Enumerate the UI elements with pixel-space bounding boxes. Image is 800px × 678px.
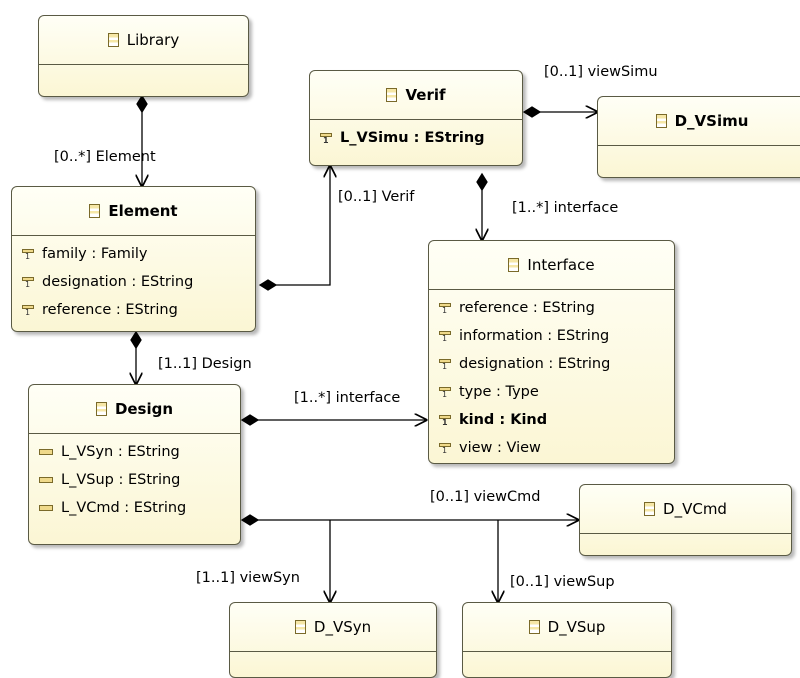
- attribute-label: kind : Kind: [459, 412, 548, 428]
- attribute-icon: 1: [439, 357, 451, 371]
- eclass-icon: [386, 88, 398, 102]
- verif-dvsimu-diamond: [522, 106, 542, 118]
- class-d-vcmd[interactable]: D_VCmd: [579, 484, 792, 556]
- class-d-vsimu[interactable]: D_VSimu: [597, 96, 800, 178]
- class-library-name: Library: [126, 31, 180, 49]
- element-design-diamond: [130, 330, 142, 350]
- label-verif-interface: [1..*] interface: [512, 200, 619, 216]
- attribute-designation[interactable]: 1 designation : EString: [12, 268, 255, 296]
- element-verif-diamond: [258, 279, 278, 291]
- class-d-vsup-name: D_VSup: [547, 618, 606, 636]
- eclass-icon: [655, 114, 667, 128]
- attribute-l-vcmd[interactable]: L_VCmd : EString: [29, 494, 240, 522]
- attribute-icon: 1: [439, 329, 451, 343]
- attribute-icon: 1: [22, 303, 34, 317]
- label-design-dvcmd: [0..1] viewCmd: [430, 489, 541, 505]
- design-interface-diamond: [240, 414, 260, 426]
- attribute-icon: 1: [439, 441, 451, 455]
- element-verif-line: [276, 166, 330, 286]
- attribute-icon: 1: [320, 131, 332, 145]
- attribute-label: designation : EString: [459, 356, 611, 372]
- class-d-vsyn-header: D_VSyn: [230, 603, 436, 652]
- eclass-icon: [528, 620, 540, 634]
- attribute-optional-icon: [39, 505, 53, 511]
- label-element-design: [1..1] Design: [158, 356, 252, 372]
- attribute-label: reference : EString: [42, 302, 178, 318]
- attribute-label: family : Family: [42, 246, 148, 262]
- attribute-icon: 1: [439, 301, 451, 315]
- class-d-vsimu-header: D_VSimu: [598, 97, 800, 146]
- label-library-element: [0..*] Element: [54, 149, 156, 165]
- eclass-icon: [95, 402, 107, 416]
- class-d-vsimu-name: D_VSimu: [674, 112, 749, 130]
- attribute-reference[interactable]: 1 reference : EString: [429, 294, 674, 322]
- attribute-family[interactable]: 1 family : Family: [12, 240, 255, 268]
- class-d-vsyn-name: D_VSyn: [313, 618, 372, 636]
- class-library[interactable]: Library: [38, 15, 249, 97]
- attribute-label: reference : EString: [459, 300, 595, 316]
- class-d-vcmd-name: D_VCmd: [663, 500, 727, 518]
- class-interface-header: Interface: [429, 241, 674, 290]
- class-d-vcmd-header: D_VCmd: [580, 485, 791, 534]
- library-element-diamond: [136, 94, 148, 114]
- attribute-label: designation : EString: [42, 274, 194, 290]
- attribute-label: type : Type: [459, 384, 539, 400]
- class-d-vsup-header: D_VSup: [463, 603, 671, 652]
- eclass-icon: [107, 33, 119, 47]
- label-design-dvsup: [0..1] viewSup: [510, 574, 615, 590]
- class-interface[interactable]: Interface 1 reference : EString 1 inform…: [428, 240, 675, 464]
- attribute-icon: 1: [22, 247, 34, 261]
- attribute-label: L_VSyn : EString: [61, 444, 180, 460]
- label-verif-dvsimu: [0..1] viewSimu: [544, 64, 658, 80]
- attribute-l-vsup[interactable]: L_VSup : EString: [29, 466, 240, 494]
- class-design[interactable]: Design L_VSyn : EString L_VSup : EString…: [28, 384, 241, 545]
- attribute-label: information : EString: [459, 328, 610, 344]
- attribute-icon: 1: [22, 275, 34, 289]
- eclass-icon: [294, 620, 306, 634]
- verif-interface-diamond: [476, 172, 488, 192]
- attribute-optional-icon: [39, 477, 53, 483]
- class-interface-name: Interface: [527, 256, 595, 274]
- class-verif-name: Verif: [405, 86, 446, 104]
- attribute-label: L_VSup : EString: [61, 472, 181, 488]
- class-design-name: Design: [114, 400, 174, 418]
- attribute-icon: 1: [439, 413, 451, 427]
- design-dvcmd-diamond: [240, 514, 260, 526]
- class-library-header: Library: [39, 16, 248, 65]
- eclass-icon: [508, 258, 520, 272]
- attribute-reference[interactable]: 1 reference : EString: [12, 296, 255, 324]
- class-d-vsup[interactable]: D_VSup: [462, 602, 672, 678]
- class-verif[interactable]: Verif 1 L_VSimu : EString: [309, 70, 523, 166]
- attribute-view[interactable]: 1 view : View: [429, 434, 674, 462]
- eclass-icon: [89, 204, 101, 218]
- attribute-label: L_VCmd : EString: [61, 500, 187, 516]
- attribute-designation[interactable]: 1 designation : EString: [429, 350, 674, 378]
- attribute-l-vsyn[interactable]: L_VSyn : EString: [29, 438, 240, 466]
- class-element-name: Element: [108, 202, 178, 220]
- class-element-header: Element: [12, 187, 255, 236]
- attribute-label: L_VSimu : EString: [340, 130, 485, 146]
- class-element[interactable]: Element 1 family : Family 1 designation …: [11, 186, 256, 332]
- label-element-verif: [0..1] Verif: [338, 189, 415, 205]
- class-verif-header: Verif: [310, 71, 522, 120]
- attribute-kind[interactable]: 1 kind : Kind: [429, 406, 674, 434]
- label-design-dvsyn: [1..1] viewSyn: [196, 570, 300, 586]
- attribute-icon: 1: [439, 385, 451, 399]
- class-design-header: Design: [29, 385, 240, 434]
- attribute-type[interactable]: 1 type : Type: [429, 378, 674, 406]
- attribute-l-vsimu[interactable]: 1 L_VSimu : EString: [310, 124, 522, 152]
- label-design-interface: [1..*] interface: [294, 390, 401, 406]
- eclass-icon: [644, 502, 656, 516]
- attribute-optional-icon: [39, 449, 53, 455]
- class-d-vsyn[interactable]: D_VSyn: [229, 602, 437, 678]
- attribute-information[interactable]: 1 information : EString: [429, 322, 674, 350]
- attribute-label: view : View: [459, 440, 541, 456]
